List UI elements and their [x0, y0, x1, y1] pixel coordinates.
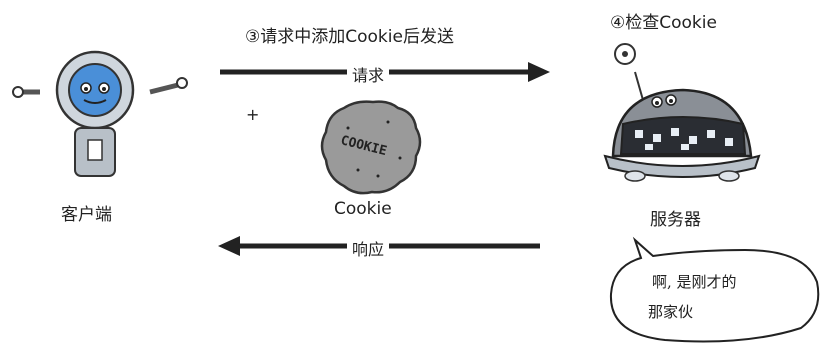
speech-bubble-line2: 那家伙: [648, 303, 694, 321]
request-label: 请求: [347, 62, 390, 86]
server-robot-icon: [603, 43, 761, 182]
plus-sign: +: [246, 105, 260, 124]
cookie-label: Cookie: [334, 199, 392, 219]
step3-caption: ③请求中添加Cookie后发送: [245, 27, 454, 47]
cookie-icon: COOKIE: [320, 100, 422, 195]
server-label: 服务器: [650, 210, 701, 230]
response-label: 响应: [347, 236, 390, 260]
speech-bubble-line1: 啊, 是刚才的: [652, 273, 737, 291]
speech-bubble: [609, 236, 820, 343]
client-label: 客户端: [61, 205, 112, 225]
step4-caption: ④检查Cookie: [610, 13, 717, 33]
client-robot-icon: [12, 50, 188, 177]
